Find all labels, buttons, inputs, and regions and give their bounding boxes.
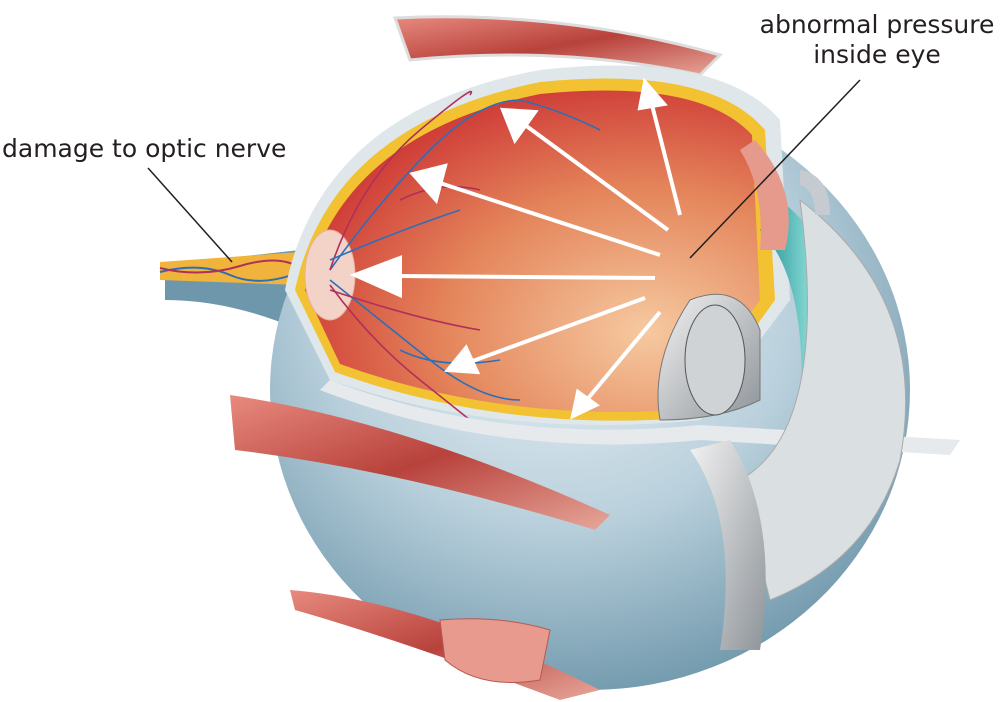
middle-muscle bbox=[230, 395, 610, 530]
arrow-down bbox=[570, 310, 662, 420]
optic-nerve-leader-line bbox=[147, 167, 233, 263]
front-chamber bbox=[739, 198, 907, 601]
optic-nerve-label: damage to optic nerve bbox=[2, 134, 287, 163]
arrow-left-upper bbox=[409, 163, 661, 257]
arrow-upper-left bbox=[499, 107, 670, 232]
conjunctiva bbox=[690, 440, 766, 650]
ciliary-body bbox=[740, 140, 789, 250]
bottom-tendon bbox=[439, 618, 551, 683]
pressure-label-line1: abnormal pressure bbox=[759, 10, 995, 39]
pressure-label-line2: inside eye bbox=[813, 40, 941, 69]
eyelid-fold bbox=[800, 170, 830, 215]
arrow-up bbox=[637, 77, 682, 216]
arrow-lower-left bbox=[444, 296, 646, 375]
blood-vessels bbox=[329, 90, 601, 421]
top-muscle bbox=[392, 15, 723, 77]
pressure-label: abnormal pressure inside eye bbox=[752, 10, 1000, 70]
pressure-leader-line bbox=[689, 79, 861, 259]
nerve-vessel bbox=[159, 266, 301, 282]
lens bbox=[684, 304, 746, 416]
nerve-vessel bbox=[159, 259, 301, 274]
pressure-arrows bbox=[349, 77, 682, 420]
arrow-left bbox=[349, 255, 656, 299]
